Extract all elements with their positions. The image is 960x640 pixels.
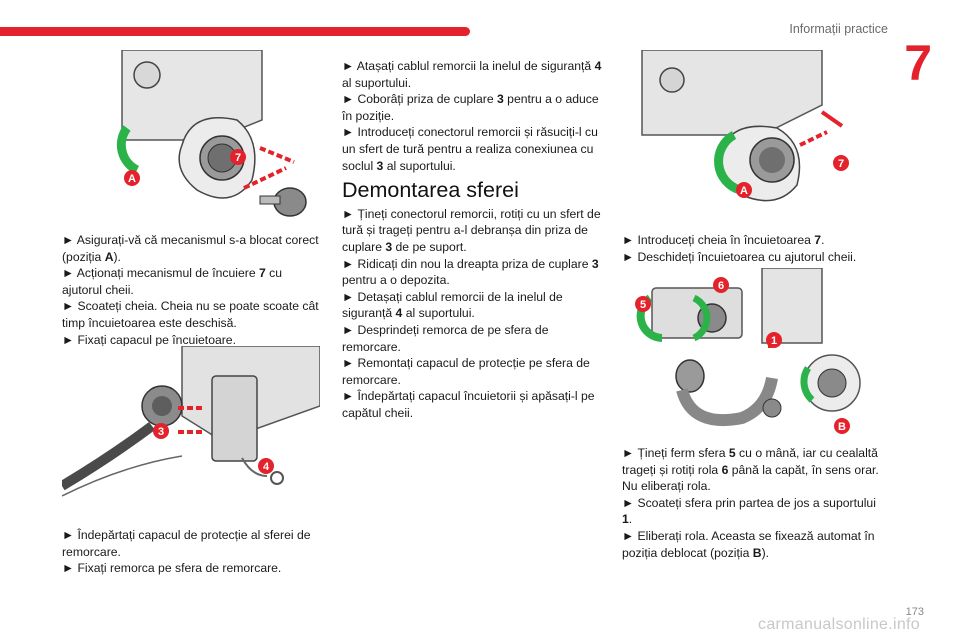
instruction-line: ► Fixați capacul pe încuietoare. — [62, 332, 236, 347]
column-3-text-2: ► Țineți ferm sfera 5 cu o mână, iar cu … — [622, 445, 884, 561]
callout-4-label: 4 — [263, 461, 270, 473]
callout-a-label: A — [740, 185, 748, 197]
instruction-line: ► Desprindeți remorca de pe sfera de rem… — [342, 322, 549, 354]
callout-1-label: 1 — [771, 335, 777, 347]
column-1-text: ► Asigurați-vă că mecanismul s-a blocat … — [62, 232, 320, 348]
callout-5 — [635, 296, 651, 312]
instruction-line: ► Detașați cablul remorcii de la inelul … — [342, 289, 563, 321]
instruction-line: ► Introduceți cheia în încuietoarea 7. — [622, 233, 825, 247]
instruction-line: ► Îndepărtați capacul încuietorii și apă… — [342, 389, 595, 420]
instruction-line: ► Fixați remorca pe sfera de remorcare. — [62, 561, 282, 576]
watermark: carmanualsonline.info — [758, 616, 920, 633]
instruction-line: ► Scoateți sfera prin partea de jos a su… — [622, 495, 876, 527]
instruction-line: ► Introduceți conectorul remorcii și răs… — [342, 125, 598, 173]
callout-3 — [153, 423, 169, 439]
column-3-text: ► Introduceți cheia în încuietoarea 7. ►… — [622, 232, 884, 265]
callout-7-label: 7 — [235, 152, 241, 164]
callout-6 — [713, 277, 729, 293]
callout-4 — [258, 458, 274, 474]
figure-ball-removal: 5 6 1 B — [622, 268, 880, 438]
page-number: 173 — [905, 606, 924, 618]
callout-7-label: 7 — [838, 158, 844, 170]
callout-a — [124, 170, 140, 186]
instruction-line: ► Scoateți cheia. Cheia nu se poate scoa… — [62, 299, 319, 330]
callout-a — [736, 182, 752, 198]
column-1-text-2: ► Îndepărtați capacul de protecție al sf… — [62, 527, 320, 577]
instruction-line: ► Îndepărtați capacul de protecție al sf… — [62, 528, 311, 559]
column-2-text: ► Atașați cablul remorcii la inelul de s… — [342, 58, 604, 421]
figure-lock-closing: 7 A — [62, 50, 320, 220]
instruction-line: ► Ridicați din nou la dreapta priza de c… — [342, 256, 599, 288]
callout-6-label: 6 — [718, 280, 724, 292]
instruction-line: ► Remontați capacul de protecție pe sfer… — [342, 356, 590, 387]
callout-7 — [833, 155, 849, 171]
figure-key-insertion: 7 A — [622, 50, 880, 215]
figure-trailer-socket: 3 4 — [62, 346, 320, 511]
instruction-line: ► Țineți conectorul remorcii, rotiți cu … — [342, 206, 601, 254]
section-heading: Demontarea sferei — [342, 178, 519, 203]
instruction-line: ► Deschideți încuietoarea cu ajutorul ch… — [622, 249, 857, 264]
instruction-line: ► Atașați cablul remorcii la inelul de s… — [342, 59, 602, 90]
callout-5-label: 5 — [640, 299, 646, 311]
callout-a-label: A — [128, 173, 136, 185]
instruction-line: ► Țineți ferm sfera 5 cu o mână, iar cu … — [622, 446, 879, 494]
chapter-number: 7 — [904, 35, 932, 91]
callout-b — [834, 418, 850, 434]
instruction-line: ► Eliberați rola. Aceasta se fixează aut… — [622, 528, 875, 560]
section-title: Informații practice — [789, 22, 888, 36]
chapter-accent-bar — [0, 27, 470, 36]
instruction-line: ► Coborâți priza de cuplare 3 pentru a o… — [342, 92, 599, 123]
instruction-line: ► Asigurați-vă că mecanismul s-a blocat … — [62, 233, 319, 264]
callout-7 — [230, 149, 246, 165]
callout-1 — [766, 332, 782, 348]
callout-3-label: 3 — [158, 426, 164, 438]
callout-b-label: B — [838, 421, 846, 433]
instruction-line: ► Acționați mecanismul de încuiere 7 cu … — [62, 266, 283, 297]
